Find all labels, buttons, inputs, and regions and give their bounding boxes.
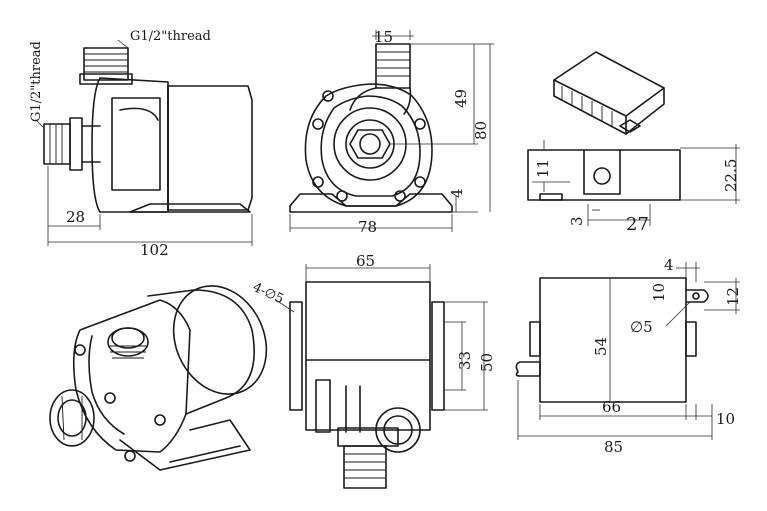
dim-33: 33 — [456, 351, 474, 370]
dim-4-ctrl: 4 — [664, 256, 674, 274]
dim-22-5: 22.5 — [722, 159, 740, 192]
dim-78: 78 — [358, 218, 377, 236]
side-view — [35, 39, 253, 246]
dim-49: 49 — [452, 89, 470, 108]
dim-65: 65 — [356, 252, 375, 270]
dim-3: 3 — [568, 216, 586, 226]
dim-12-ctrl: 12 — [724, 287, 742, 306]
dim-54: 54 — [592, 337, 610, 356]
front-view — [289, 30, 494, 232]
dim-80: 80 — [472, 121, 490, 140]
controller-top — [515, 262, 740, 440]
dim-4-front: 4 — [448, 188, 466, 198]
top-view — [275, 264, 488, 489]
iso-pump — [49, 285, 268, 471]
dim-11: 11 — [534, 159, 552, 178]
dim-4-hole: 4-∅5 — [250, 280, 286, 307]
dim-hole-ctrl: ∅5 — [630, 318, 653, 336]
dim-66: 66 — [602, 398, 621, 416]
dim-28: 28 — [66, 208, 85, 226]
dim-102: 102 — [140, 241, 169, 259]
dim-50: 50 — [478, 353, 496, 372]
dim-15: 15 — [374, 28, 393, 46]
dim-10-ctrl: 10 — [650, 283, 668, 302]
dim-85: 85 — [604, 438, 623, 456]
controller-side — [527, 140, 740, 226]
thread-label-top: G1/2"thread — [130, 29, 211, 44]
thread-label-side: G1/2"thread — [29, 41, 44, 122]
controller-iso — [553, 51, 665, 135]
dim-27: 27 — [626, 214, 649, 235]
dim-10b: 10 — [716, 410, 735, 428]
